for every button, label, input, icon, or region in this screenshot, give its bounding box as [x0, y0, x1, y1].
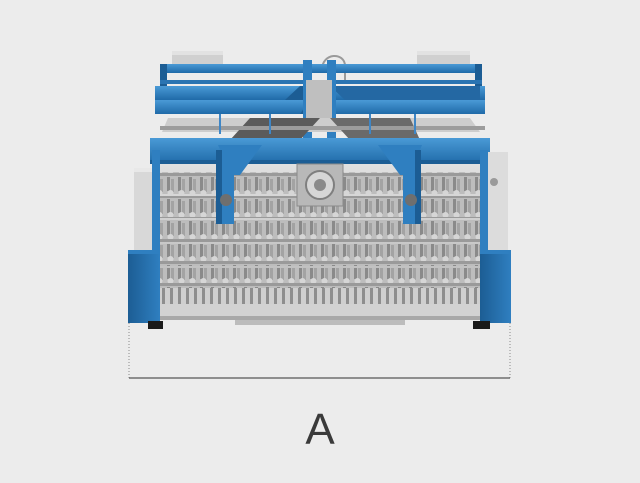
hitch-bracket-left	[216, 145, 262, 224]
hitch-bracket-right	[378, 145, 422, 224]
side-skid-left	[128, 250, 160, 323]
tine-row-5	[160, 268, 480, 288]
tine-row-2	[160, 196, 480, 218]
dimension-label: A	[305, 405, 335, 454]
main-crossbeam	[150, 138, 490, 164]
foot-right	[473, 321, 490, 329]
side-skid-right	[480, 250, 511, 323]
foot-left	[148, 321, 163, 329]
dimension-line	[128, 323, 511, 379]
frame-post-left	[152, 150, 160, 300]
side-panel-left	[134, 168, 156, 250]
tine-row-3	[160, 220, 480, 242]
central-mast	[303, 60, 336, 170]
hood-railing	[219, 114, 416, 134]
tine-row-4	[160, 244, 480, 266]
rake-teeth	[160, 288, 480, 304]
gearbox	[296, 163, 344, 207]
frame-post-right	[480, 150, 488, 300]
bottom-roller	[160, 304, 480, 325]
hood	[160, 118, 485, 140]
